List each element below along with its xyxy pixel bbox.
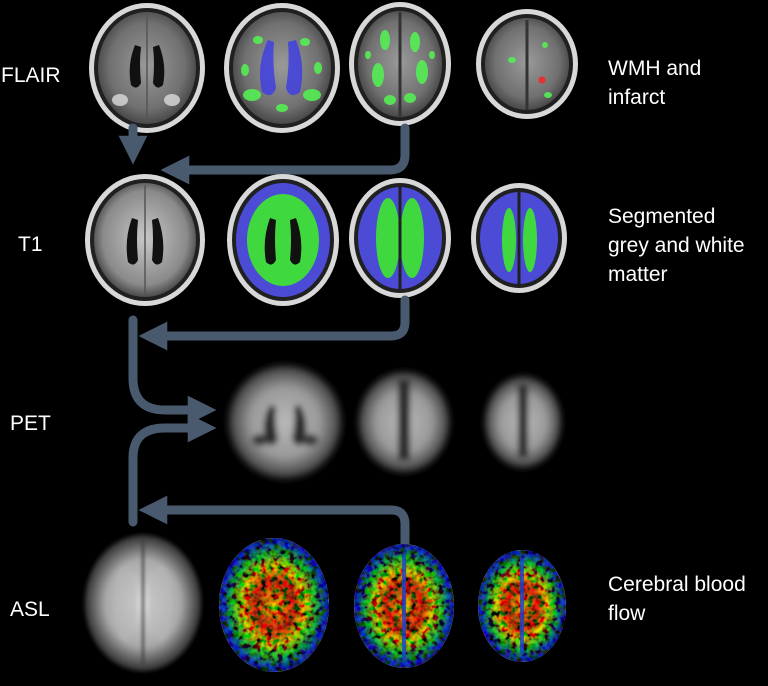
t1-seg-slice-3 — [349, 178, 451, 298]
white-matter-overlay — [523, 208, 537, 272]
infarct-marker — [538, 76, 546, 84]
connector-t1-to-pet — [128, 295, 410, 425]
pet-slice-2 — [354, 367, 454, 477]
row-label-t1: T1 — [18, 233, 43, 256]
flair-note-line-2: infarct — [608, 86, 665, 109]
flair-slice-4 — [476, 9, 578, 119]
white-matter-overlay — [376, 198, 400, 278]
pet-slice-1 — [223, 360, 347, 484]
t1-note-line-1: Segmented — [608, 205, 715, 228]
asl-note-line-1: Cerebral blood — [608, 573, 746, 596]
row-label-asl: ASL — [10, 598, 50, 621]
t1-seg-slice-4 — [471, 183, 567, 293]
wmh-overlay — [241, 36, 322, 112]
asl-note-line-2: flow — [608, 602, 646, 625]
asl-raw-slice — [83, 533, 203, 673]
row-label-pet: PET — [10, 412, 51, 435]
t1-note-line-3: matter — [608, 263, 668, 286]
connector-flair-to-t1 — [118, 123, 410, 185]
flair-slice-3 — [349, 2, 451, 126]
flair-note-line-1: WMH and — [608, 57, 701, 80]
wmh-overlay — [365, 30, 435, 105]
flair-slice-1 — [89, 3, 205, 133]
pet-slice-3 — [481, 372, 565, 472]
white-matter-overlay — [247, 194, 319, 286]
row-label-flair: FLAIR — [1, 64, 61, 87]
connector-asl-to-pet — [128, 413, 410, 548]
wmh-overlay — [508, 42, 552, 98]
cbf-slice-2 — [354, 544, 454, 668]
white-matter-overlay — [400, 198, 424, 278]
cbf-slice-3 — [478, 550, 566, 662]
t1-seg-slice-2 — [227, 174, 339, 306]
t1-slice-1 — [85, 174, 205, 306]
cbf-slice-1 — [219, 538, 329, 672]
white-matter-overlay — [502, 208, 516, 272]
t1-note-line-2: grey and white — [608, 234, 745, 257]
flair-slice-2 — [224, 3, 340, 133]
